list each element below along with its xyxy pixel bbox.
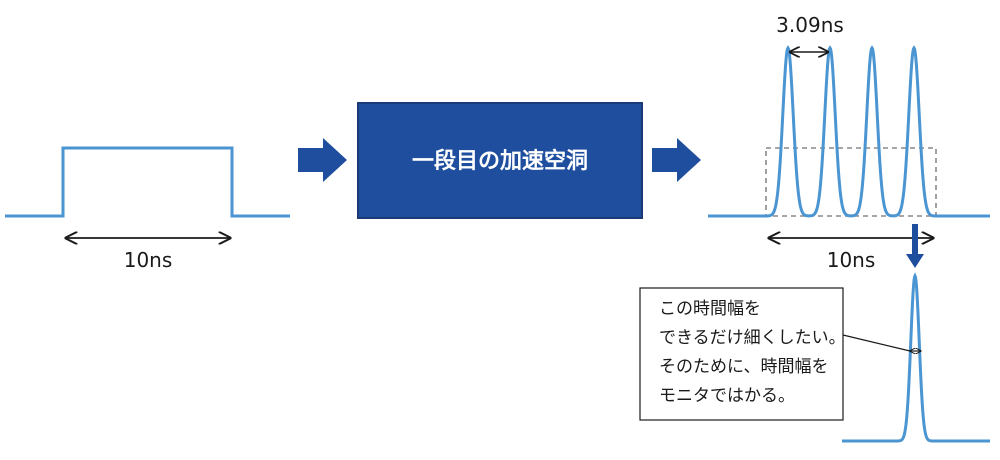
output-width-label: 10ns	[827, 248, 876, 272]
zoomed-bunch	[842, 272, 990, 443]
callout-line-2: できるだけ細くしたい。	[659, 328, 846, 348]
callout-line-1: この時間幅を	[659, 299, 761, 319]
zoom-arrow-head	[906, 254, 924, 268]
callout-line-3: そのために、時間幅を	[659, 357, 829, 377]
bunched-pulse-train	[708, 45, 990, 218]
callout-box	[639, 287, 844, 421]
input-square-pulse	[5, 146, 290, 218]
acceleration-cavity-box	[357, 102, 643, 219]
bunch-spacing-label: 3.09ns	[776, 13, 844, 37]
acceleration-cavity-label: 一段目の加速空洞	[412, 148, 588, 174]
input-width-label: 10ns	[124, 248, 173, 272]
callout-line-4: モニタではかる。	[659, 386, 795, 406]
original-pulse-window	[765, 147, 937, 217]
callout-pointer	[842, 334, 911, 352]
zoom-arrow-shaft	[912, 224, 918, 254]
flow-arrow-2	[652, 138, 701, 182]
flow-arrow-1	[298, 138, 347, 182]
